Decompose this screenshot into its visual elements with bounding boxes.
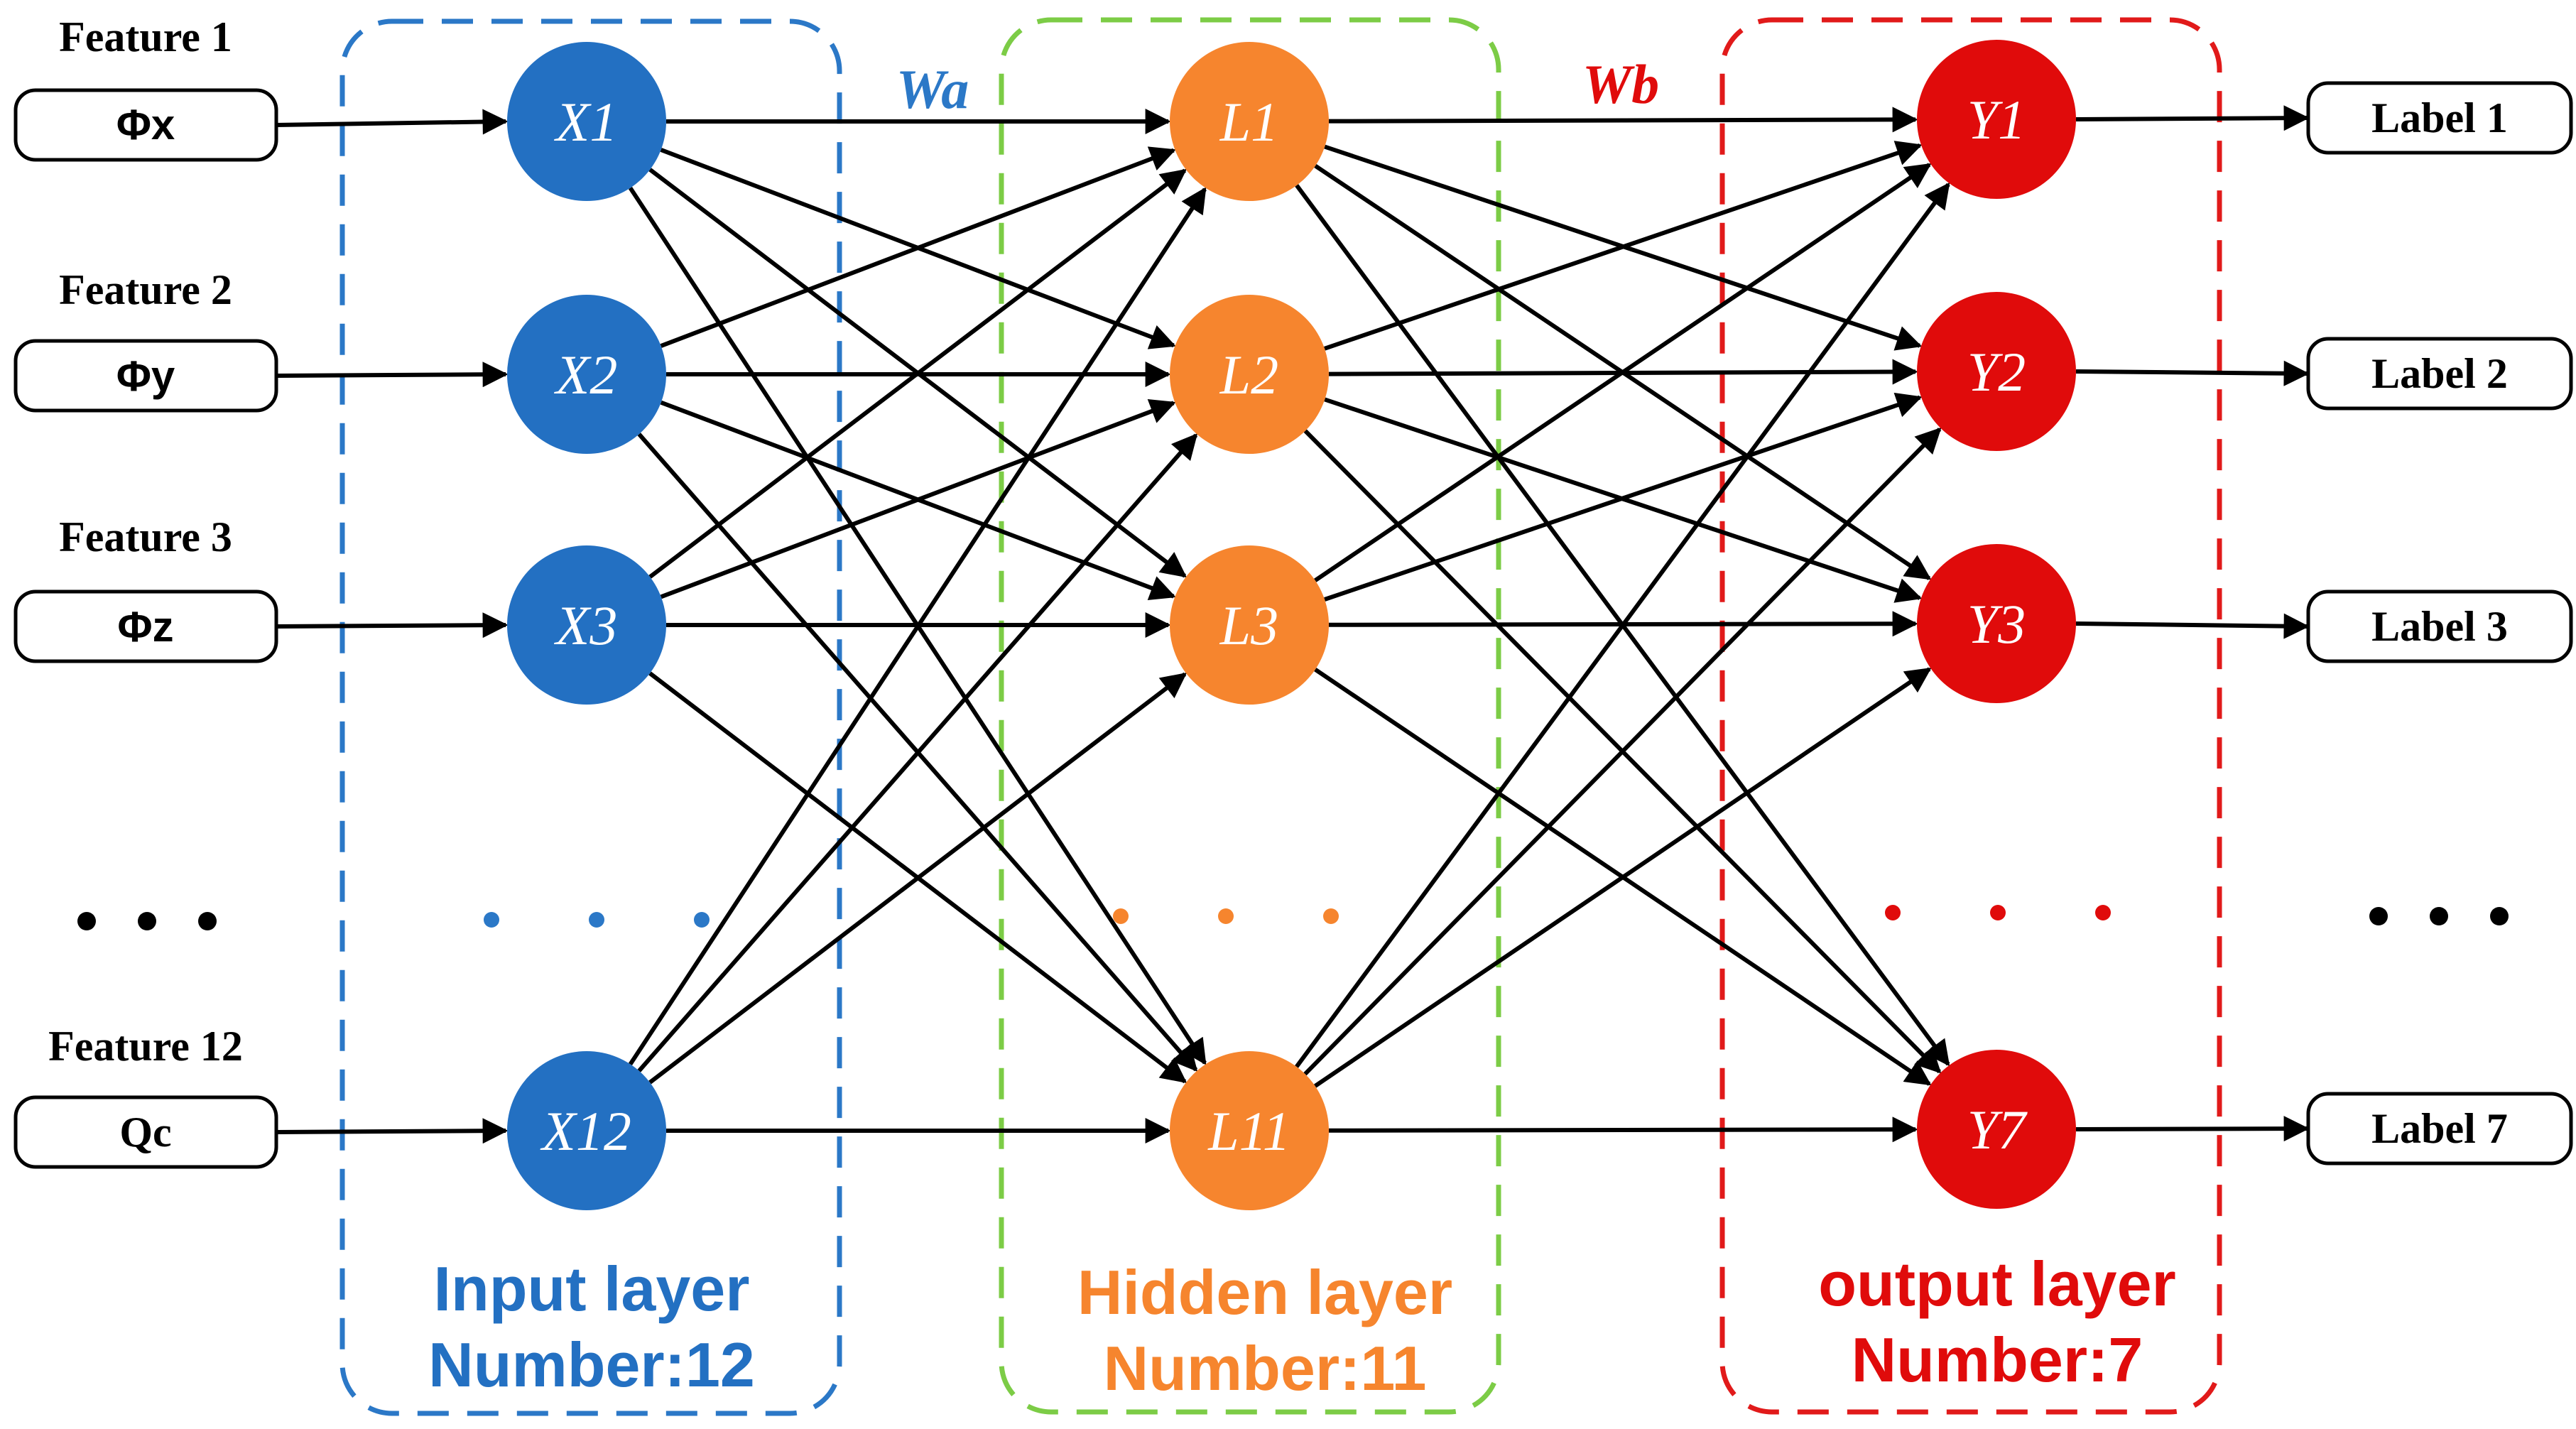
input-node-label: X3 [554, 594, 618, 656]
label-text: Label 7 [2371, 1105, 2508, 1152]
output-layer-title: output layer [1818, 1249, 2176, 1319]
input-node [507, 545, 666, 705]
output-layer-frame [1719, 17, 2222, 1415]
label-7: Label 7 [2306, 1092, 2573, 1166]
feature-3: Feature 3 Φz [13, 514, 278, 663]
edge-input-hidden [637, 433, 1198, 1072]
input-node [507, 42, 666, 201]
label-box [2306, 1092, 2573, 1166]
input-node-label: X12 [540, 1100, 631, 1162]
feature-1: Feature 1 Φx [13, 13, 278, 162]
output-layer-number: Number:7 [1852, 1325, 2143, 1395]
output-arrow [2075, 105, 2310, 131]
label-text: Label 1 [2371, 94, 2508, 141]
hidden-node-label: L2 [1219, 344, 1278, 406]
feature-ellipsis [77, 912, 217, 930]
edge-input-hidden [648, 672, 1188, 1085]
label-2: Label 2 [2306, 337, 2573, 411]
output-node-label: Y7 [1967, 1099, 2028, 1161]
edge-hidden-output [1324, 393, 1923, 602]
input-arrow [276, 1118, 509, 1144]
output-node [1917, 292, 2076, 451]
input-ellipsis [484, 912, 710, 928]
connections [628, 107, 1950, 1143]
feature-value: Qc [119, 1109, 171, 1156]
input-arrows [276, 109, 509, 1144]
hidden-node [1170, 545, 1329, 705]
output-labels: Label 1 Label 2 Label 3 Label 7 [2306, 81, 2573, 1166]
edge-input-hidden [628, 187, 1207, 1066]
label-1: Label 1 [2306, 81, 2573, 155]
weight-wa-label: Wa [896, 58, 969, 120]
output-node [1917, 1050, 2076, 1209]
output-arrow [2075, 360, 2310, 386]
edge-hidden-output [1328, 1116, 1918, 1143]
hidden-layer-frame [999, 17, 1501, 1415]
input-node-label: X1 [554, 91, 618, 153]
label-text: Label 2 [2371, 350, 2508, 397]
output-arrow [2075, 613, 2310, 639]
input-arrow [276, 612, 509, 639]
output-node-label: Y2 [1967, 341, 2026, 403]
feature-value: Φx [116, 101, 175, 148]
hidden-layer-title: Hidden layer [1077, 1257, 1452, 1327]
edge-hidden-output [1324, 141, 1923, 351]
label-ellipsis [2369, 907, 2509, 925]
edge-hidden-output [1314, 163, 1932, 582]
edge-hidden-output [1313, 667, 1932, 1088]
input-layer-number: Number:12 [428, 1330, 755, 1400]
feature-box [13, 1095, 278, 1169]
hidden-ellipsis [1113, 908, 1339, 924]
label-text: Label 3 [2371, 603, 2508, 650]
feature-box [13, 589, 278, 663]
hidden-layer-number: Number:11 [1104, 1333, 1427, 1403]
hidden-node [1170, 42, 1329, 201]
feature-value: Φz [117, 603, 173, 651]
label-box [2306, 337, 2573, 411]
feature-2: Feature 2 Φy [13, 266, 278, 413]
input-arrow [276, 109, 509, 135]
edge-input-hidden [660, 398, 1176, 599]
edge-input-hidden [660, 146, 1176, 348]
output-arrows [2075, 105, 2310, 1142]
input-layer-frame [339, 18, 842, 1416]
feature-label: Feature 1 [59, 13, 232, 60]
feature-12: Feature 12 Qc [13, 1023, 278, 1169]
hidden-node-label: L3 [1219, 594, 1278, 656]
output-node-label: Y1 [1967, 89, 2026, 151]
feature-box [13, 88, 278, 162]
output-node [1917, 544, 2076, 703]
input-node-label: X2 [554, 344, 618, 406]
weight-wb-label: Wb [1582, 53, 1659, 115]
feature-value: Φy [116, 352, 175, 400]
input-node [507, 1051, 666, 1210]
label-3: Label 3 [2306, 589, 2573, 663]
edge-hidden-output [1295, 182, 1950, 1068]
edge-input-hidden [648, 168, 1188, 579]
edge-hidden-output [1328, 107, 1918, 133]
feature-label: Feature 12 [48, 1023, 243, 1070]
label-box [2306, 589, 2573, 663]
input-node [507, 295, 666, 454]
hidden-node-label: L11 [1207, 1100, 1290, 1162]
hidden-node [1170, 295, 1329, 454]
feature-label: Feature 2 [59, 266, 232, 313]
edge-hidden-output [1303, 427, 1942, 1076]
feature-label: Feature 3 [59, 514, 232, 560]
output-node [1917, 40, 2076, 199]
hidden-node-label: L1 [1219, 91, 1278, 153]
input-layer-title: Input layer [434, 1254, 750, 1324]
feature-box [13, 339, 278, 413]
output-node-label: Y3 [1967, 593, 2026, 655]
hidden-node [1170, 1051, 1329, 1210]
output-ellipsis [1885, 905, 2111, 920]
label-box [2306, 81, 2573, 155]
input-arrow [276, 362, 509, 388]
